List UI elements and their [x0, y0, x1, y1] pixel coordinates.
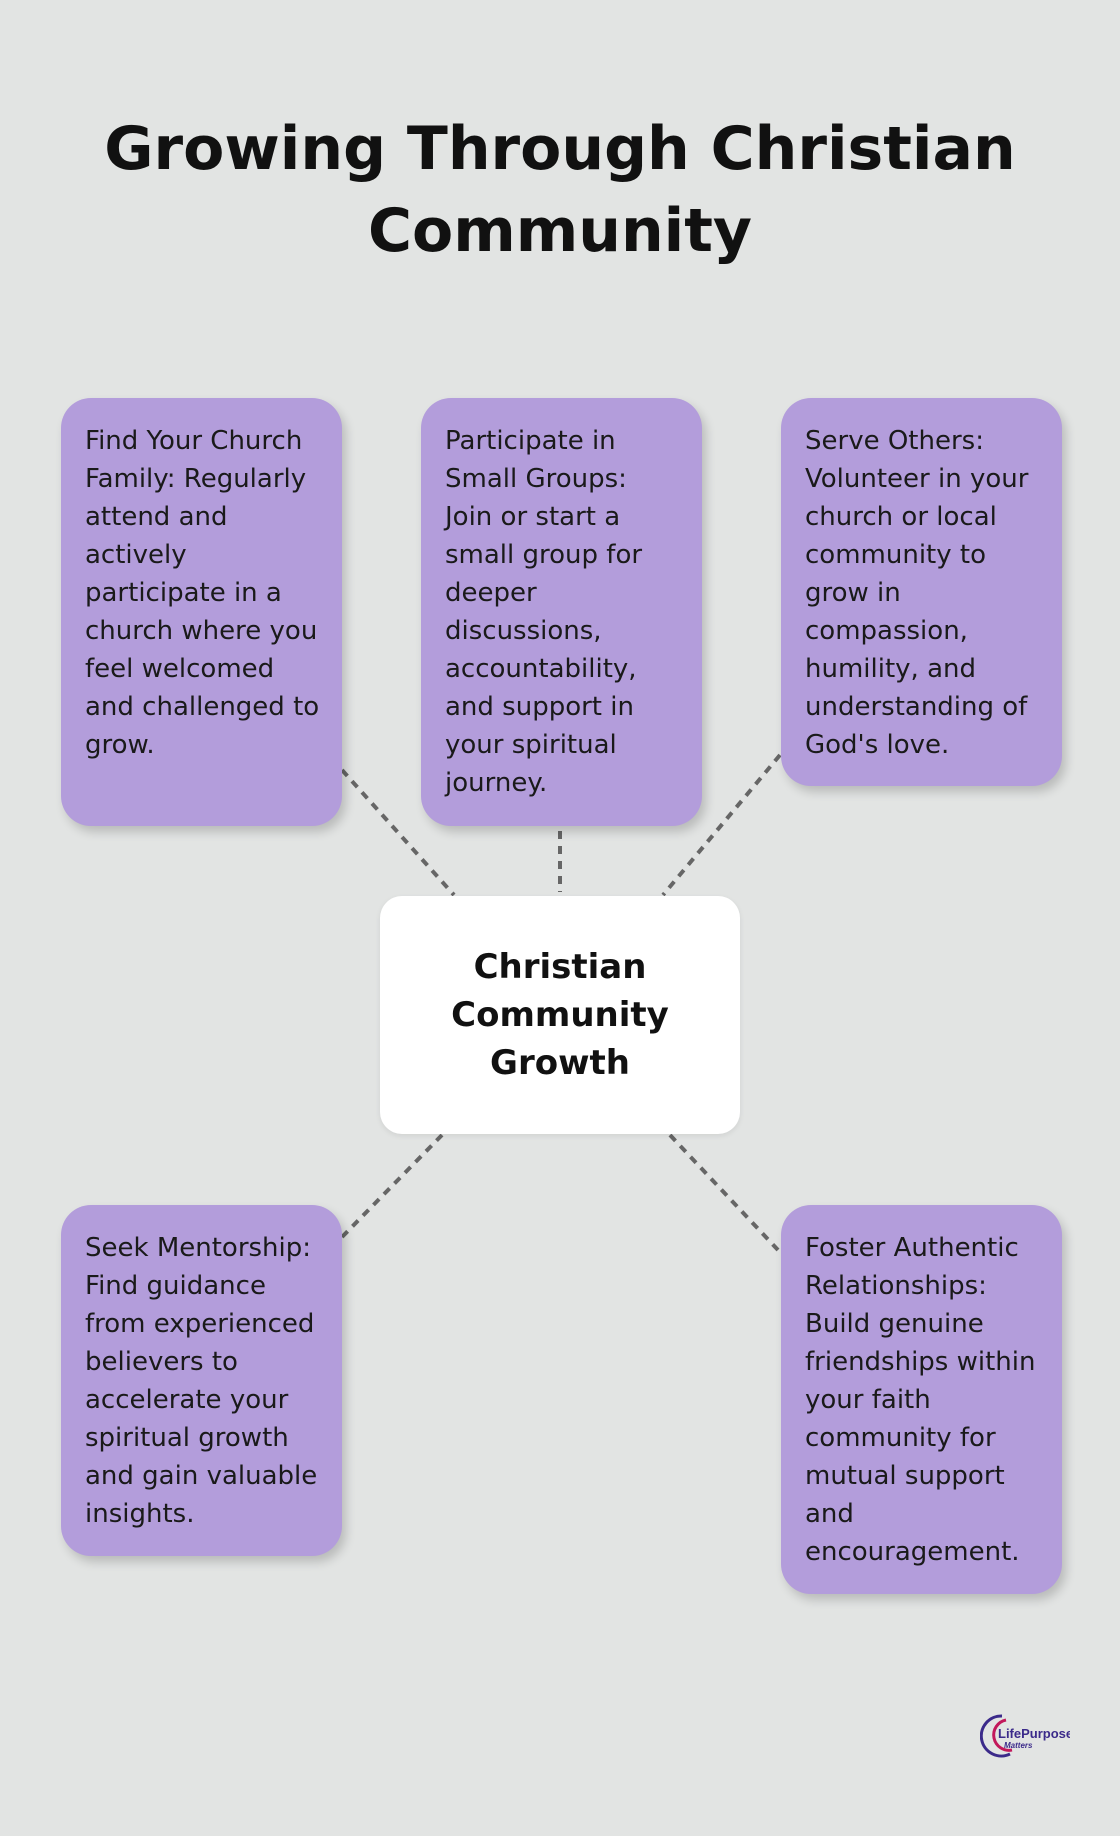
logo-swoosh-icon: LifePurpose Matters — [979, 1714, 1073, 1758]
logo-text: LifePurpose — [998, 1726, 1070, 1741]
connector-line — [340, 768, 456, 897]
connector-line — [668, 1133, 780, 1252]
logo-subtext: Matters — [1004, 1741, 1033, 1750]
card-authentic-relationships: Foster Authentic Relationships: Build ge… — [781, 1205, 1062, 1594]
card-find-church-family: Find Your Church Family: Regularly atten… — [61, 398, 342, 826]
center-node: Christian Community Growth — [380, 896, 740, 1134]
logo: LifePurpose Matters — [979, 1710, 1073, 1758]
card-small-groups: Participate in Small Groups: Join or sta… — [421, 398, 702, 826]
card-seek-mentorship: Seek Mentorship: Find guidance from expe… — [61, 1205, 342, 1556]
page-title: Growing Through Christian Community — [104, 114, 1016, 266]
card-serve-others: Serve Others: Volunteer in your church o… — [781, 398, 1062, 786]
connector-line — [661, 753, 782, 897]
connector-line — [340, 1133, 444, 1239]
